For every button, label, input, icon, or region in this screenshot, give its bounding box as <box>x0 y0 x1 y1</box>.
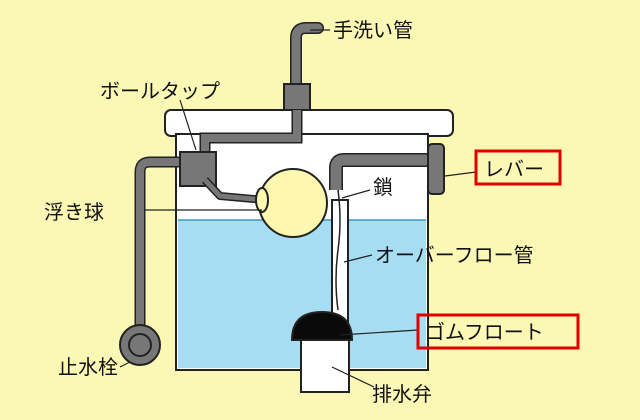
label-drain-valve: 排水弁 <box>372 382 432 406</box>
float-ball-connector <box>255 187 269 213</box>
rubber-float <box>290 310 354 341</box>
label-lever: レバー <box>484 157 544 181</box>
label-ball-tap: ボールタップ <box>100 79 220 103</box>
label-rubber-float: ゴムフロート <box>425 320 544 344</box>
hand-wash-pipe-base <box>283 83 311 111</box>
lever-handle <box>427 143 445 195</box>
drain-valve <box>300 337 350 393</box>
label-stop-valve: 止水栓 <box>58 355 118 379</box>
chain <box>335 189 341 311</box>
label-faucet: 手洗い管 <box>333 18 413 42</box>
label-chain: 鎖 <box>373 175 393 199</box>
label-float-ball: 浮き球 <box>44 200 104 224</box>
float-ball <box>258 168 328 238</box>
tank-lid <box>164 109 454 137</box>
stop-valve-inner <box>128 333 152 357</box>
rubber-float-highlight <box>416 313 580 350</box>
lever-highlight <box>474 149 562 186</box>
ball-tap-body <box>179 151 217 187</box>
label-overflow-pipe: オーバーフロー管 <box>375 243 534 267</box>
